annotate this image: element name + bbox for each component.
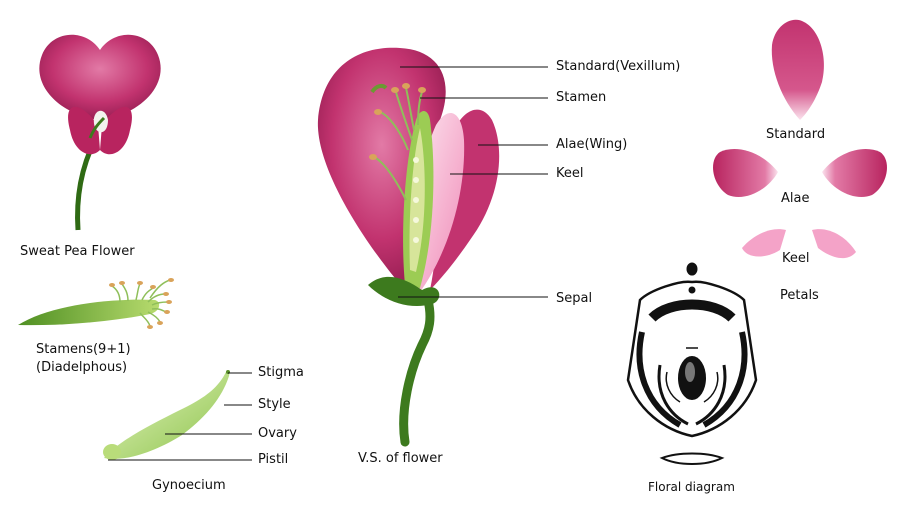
stamens-label: Stamens(9+1) bbox=[36, 342, 131, 357]
alae-wing-label: Alae(Wing) bbox=[556, 137, 628, 152]
staminal-tube bbox=[18, 299, 160, 326]
diadelphous-label: (Diadelphous) bbox=[36, 360, 128, 375]
vs-sepal bbox=[368, 276, 440, 306]
flower-right-wing bbox=[100, 106, 132, 155]
stamens-illustration bbox=[18, 278, 174, 329]
standard-vexillum-label: Standard(Vexillum) bbox=[556, 59, 681, 74]
sepal-label: Sepal bbox=[556, 291, 593, 306]
left-wing-petal bbox=[713, 149, 778, 198]
left-keel-petal bbox=[742, 229, 786, 257]
floral-diagram-illustration bbox=[626, 262, 758, 465]
standard-label: Standard bbox=[766, 127, 826, 142]
petals-label: Petals bbox=[780, 288, 819, 303]
floral-diagram-label: Floral diagram bbox=[648, 480, 735, 494]
vs-stem bbox=[399, 295, 435, 447]
gynoecium-leader-lines bbox=[108, 372, 252, 461]
sweet-pea-flower-illustration bbox=[39, 34, 161, 231]
petals-illustration bbox=[713, 19, 887, 259]
vs-leader-lines bbox=[398, 66, 548, 298]
stigma-label: Stigma bbox=[258, 365, 304, 380]
flower-left-wing bbox=[68, 106, 100, 155]
keel-label: Keel bbox=[556, 166, 584, 181]
standard-petal bbox=[771, 19, 824, 120]
gynoecium-illustration bbox=[103, 370, 230, 460]
right-keel-petal bbox=[812, 229, 856, 259]
keel-petal-label: Keel bbox=[782, 251, 810, 266]
vs-flower-illustration bbox=[317, 47, 500, 447]
alae-label: Alae bbox=[781, 191, 810, 206]
style-label: Style bbox=[258, 397, 291, 412]
vs-of-flower-label: V.S. of flower bbox=[358, 451, 443, 466]
right-wing-petal bbox=[822, 149, 887, 198]
pistil-label: Pistil bbox=[258, 452, 289, 467]
flower-standard-petal bbox=[39, 34, 161, 120]
gynoecium-label: Gynoecium bbox=[152, 478, 226, 493]
pistil-body bbox=[104, 371, 230, 459]
sweet-pea-flower-label: Sweat Pea Flower bbox=[20, 244, 135, 259]
ovary-label: Ovary bbox=[258, 426, 297, 441]
stamen-label: Stamen bbox=[556, 90, 607, 105]
